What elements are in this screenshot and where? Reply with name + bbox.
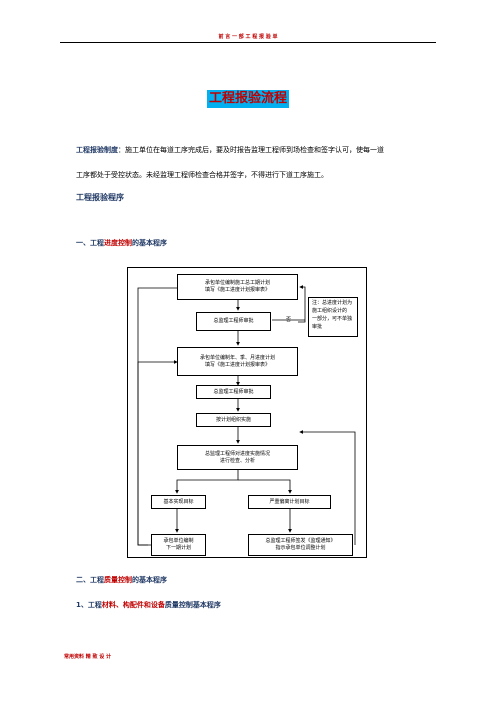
page-header: 前 言 一 部 工 程 报 验 单: [218, 34, 278, 40]
document-title: 工程报验流程: [0, 87, 496, 108]
flow-label-no: 否: [286, 317, 292, 323]
flow-box-target-met: 基本实现目标: [151, 495, 206, 509]
flow-box-periodic-schedule: 承包单位编制年、季、月进度计划 填写《施工进度计划报审表》: [177, 347, 298, 376]
flow-box-chief-approval-1: 总监理工程师审批: [196, 312, 271, 331]
flow-box-inspection: 总监理工程师对进度实施情况 进行检查、分析: [177, 445, 298, 470]
flow-box-implementation: 按计划组织实施: [196, 413, 271, 427]
section1-prefix: 一、工程: [76, 239, 104, 247]
section2-prefix: 二、工程: [76, 576, 104, 584]
arrow-6-8: [238, 479, 292, 494]
flow-note: 注：总进度计划为 施工组织设计的 一部分，可不单独 审批: [308, 297, 358, 337]
document-title-text: 工程报验流程: [206, 90, 289, 108]
arrow-10-back: [299, 430, 356, 545]
section1-highlight: 进度控制: [104, 239, 132, 247]
section2-suffix: 的基本程序: [132, 576, 167, 584]
flow-box-chief-approval-2: 总监理工程师审批: [196, 385, 271, 399]
arrow-outer-loop: [137, 287, 177, 546]
program-heading: 工程报验程序: [76, 193, 124, 202]
flow-box-master-schedule: 承包单位编制施工总工期计划 填写《施工进度计划报审表》: [177, 274, 298, 300]
section-quality-heading: 二、工程质量控制的基本程序: [76, 575, 167, 585]
intro-term: 工程报验制度: [76, 146, 118, 154]
arrow-9-loop: [137, 360, 178, 546]
section2-highlight: 质量控制: [104, 576, 132, 584]
page-footer: 常用资料 精 致 设 计: [64, 654, 111, 660]
section1-suffix: 的基本程序: [132, 239, 167, 247]
flow-box-supervision-notice: 总监理工程师签发《监理通知》 指示承包单位调整计划: [248, 534, 353, 556]
flow-box-next-plan: 承包单位编制 下一期计划: [151, 534, 206, 556]
section-materials-heading: 1、工程材料、构配件和设备质量控制基本程序: [76, 600, 221, 610]
intro-paragraph-line1: 工程报验制度：施工单位在每道工序完成后，要及时报告监理工程师到场检查和签字认可，…: [76, 145, 434, 155]
section-progress-heading: 一、工程进度控制的基本程序: [76, 238, 167, 248]
section3-prefix: 1、工程: [76, 601, 102, 609]
flow-box-severe-deviation: 严重偏离计划目标: [248, 495, 331, 509]
section3-suffix: 质量控制基本程序: [164, 601, 221, 609]
section3-highlight: 材料、构配件和设备: [101, 601, 165, 609]
intro-paragraph-line2: 工序都处于受控状态。未经监理工程师检查合格并签字，不得进行下道工序施工。: [76, 171, 328, 179]
header-divider: [60, 42, 436, 43]
arrow-2-back: [298, 285, 306, 323]
arrow-6-7: [175, 470, 239, 494]
intro-text-1: ：施工单位在每道工序完成后，要及时报告监理工程师到场检查和签字认可，使每一道: [118, 146, 384, 154]
flowchart-frame: [127, 267, 367, 558]
